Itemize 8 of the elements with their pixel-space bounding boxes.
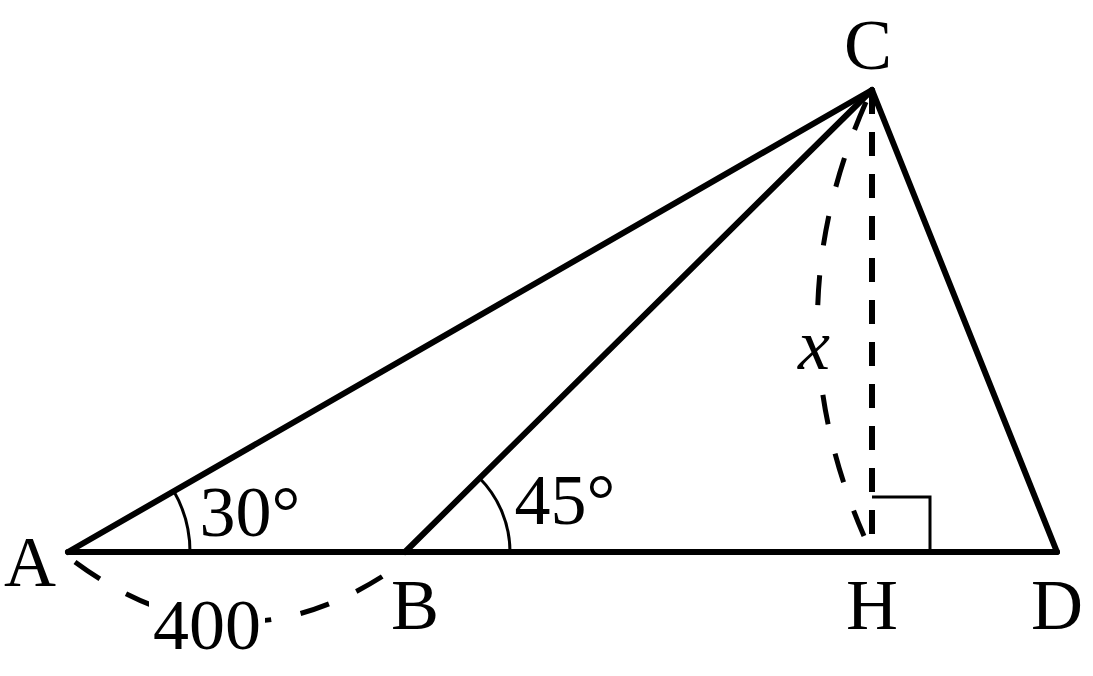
vertex-label: B (391, 569, 439, 641)
line-segment (869, 549, 1060, 555)
vertex-label: C (844, 9, 892, 81)
vertex-label: H (846, 569, 898, 641)
angle-label: 45° (514, 464, 616, 536)
vertex-label: D (1031, 569, 1083, 641)
vertex-label: A (4, 526, 56, 598)
angle-label: 30° (199, 476, 301, 548)
